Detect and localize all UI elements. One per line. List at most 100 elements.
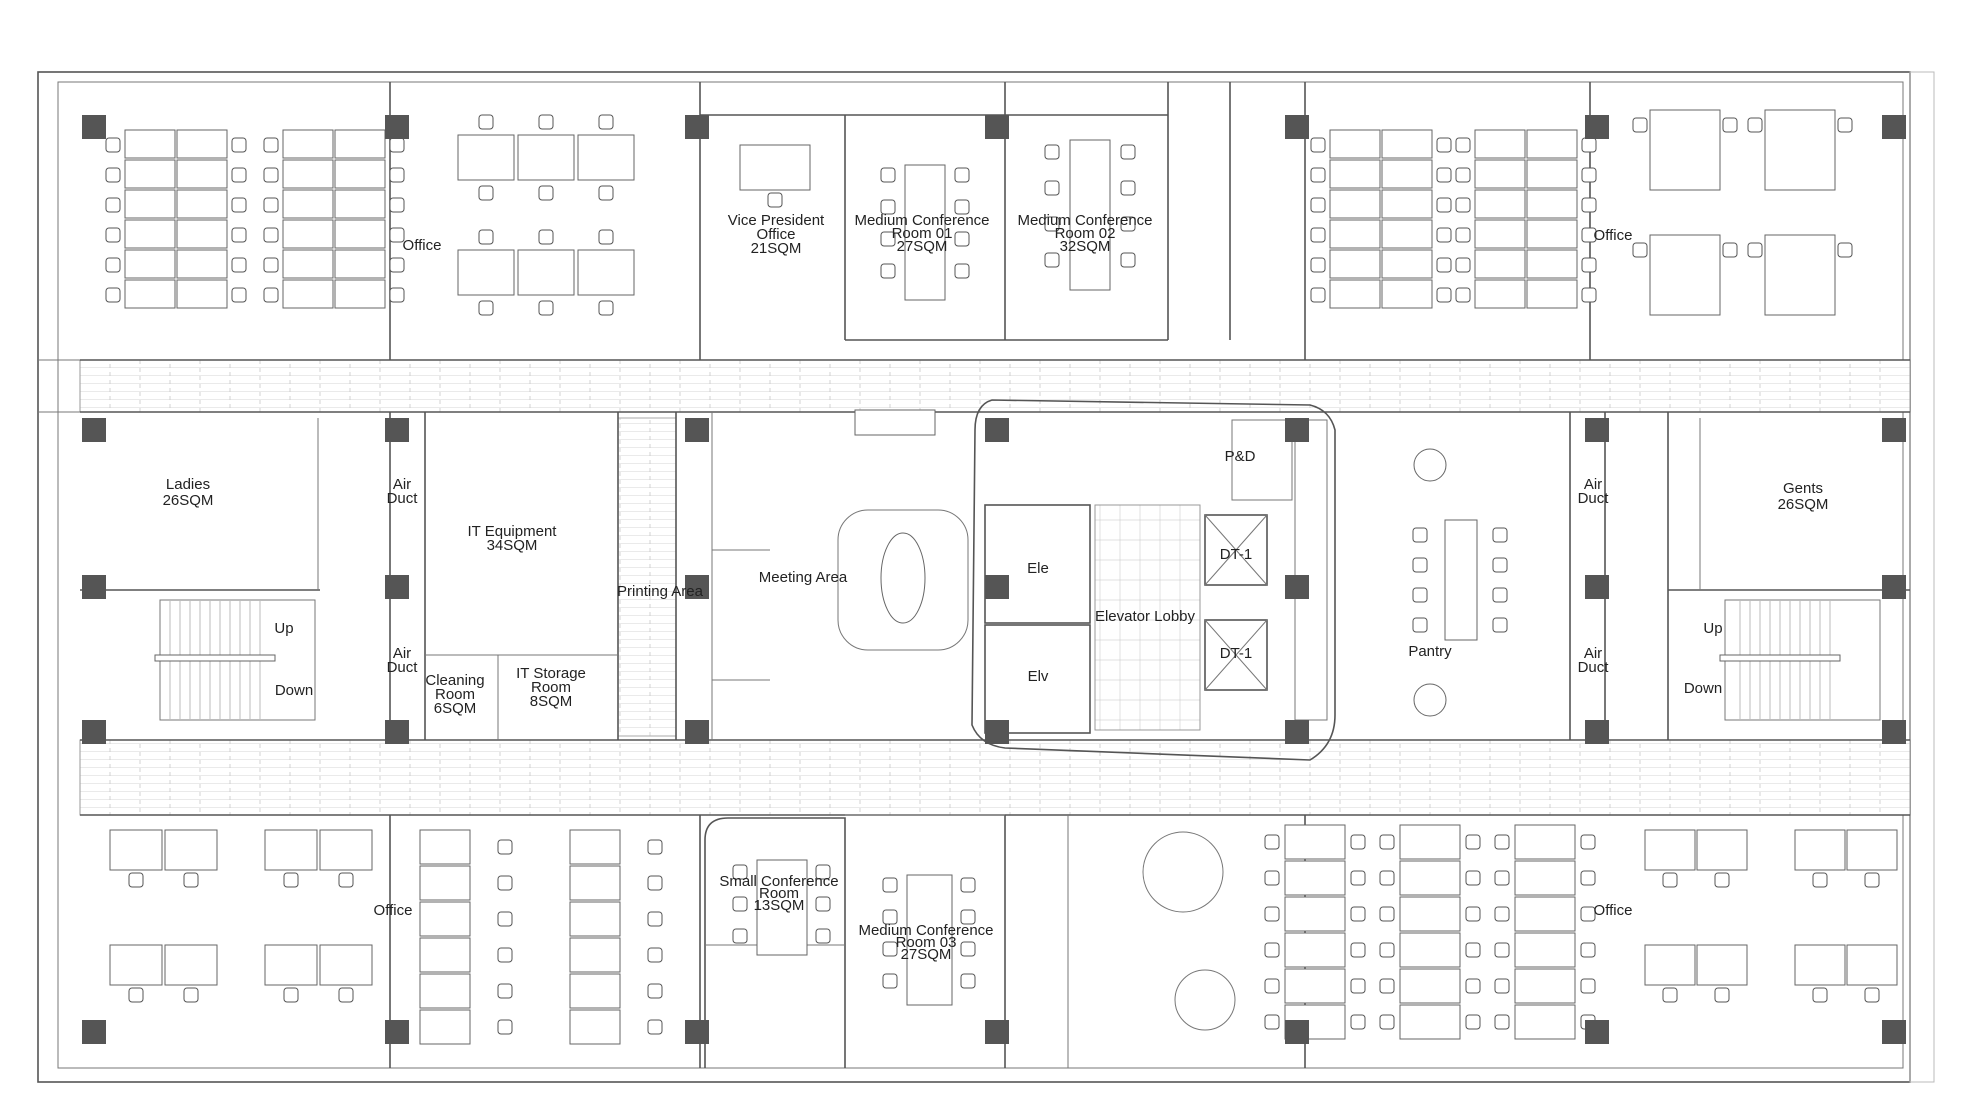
chair <box>1837 117 1853 133</box>
chair <box>1350 906 1366 922</box>
desk <box>1474 279 1526 309</box>
structural-column <box>685 418 709 442</box>
round-table <box>1413 683 1447 717</box>
structural-column <box>685 1020 709 1044</box>
chair <box>1580 906 1596 922</box>
chair <box>880 263 896 279</box>
chair <box>1580 978 1596 994</box>
desk <box>1526 159 1578 189</box>
structural-column <box>985 418 1009 442</box>
chair <box>1379 870 1395 886</box>
chair <box>882 877 898 893</box>
chair <box>538 229 554 245</box>
desk <box>282 279 334 309</box>
chair <box>880 231 896 247</box>
desk <box>176 189 228 219</box>
chair <box>1412 527 1428 543</box>
chair <box>882 909 898 925</box>
chair <box>231 137 247 153</box>
desk <box>282 249 334 279</box>
desk <box>1514 932 1576 968</box>
chair <box>1350 834 1366 850</box>
desk <box>1474 159 1526 189</box>
chair <box>1494 906 1510 922</box>
label-stair-down-right: Down <box>1684 680 1722 697</box>
chair <box>1632 242 1648 258</box>
chair <box>1310 227 1326 243</box>
desk <box>1381 189 1433 219</box>
chair <box>1662 872 1678 888</box>
desk <box>334 249 386 279</box>
chair <box>389 137 405 153</box>
structural-column <box>82 115 106 139</box>
chair <box>1494 834 1510 850</box>
desk <box>1399 824 1461 860</box>
structural-column <box>1585 115 1609 139</box>
label-pd: P&D <box>1225 448 1256 465</box>
desk <box>1764 234 1836 316</box>
desk <box>569 937 621 973</box>
structural-column <box>1585 575 1609 599</box>
chair <box>183 987 199 1003</box>
stair-left <box>154 599 316 721</box>
chair <box>1310 167 1326 183</box>
structural-column <box>1882 115 1906 139</box>
chair <box>598 229 614 245</box>
chair <box>598 114 614 130</box>
chair <box>263 287 279 303</box>
desk <box>904 164 946 301</box>
desk <box>1526 219 1578 249</box>
chair <box>1580 870 1596 886</box>
chair <box>1044 216 1060 232</box>
chair <box>105 197 121 213</box>
desk <box>1514 860 1576 896</box>
desk <box>176 279 228 309</box>
chair <box>1350 942 1366 958</box>
desk <box>1649 109 1721 191</box>
chair <box>647 911 663 927</box>
desk <box>264 829 318 871</box>
desk <box>1526 279 1578 309</box>
structural-column <box>985 1020 1009 1044</box>
chair <box>1812 872 1828 888</box>
chair <box>954 231 970 247</box>
desk <box>164 944 218 986</box>
chair <box>880 199 896 215</box>
label-office-nw: Office <box>403 237 442 254</box>
chair <box>1492 617 1508 633</box>
chair <box>1264 978 1280 994</box>
desk <box>1329 279 1381 309</box>
chair <box>1747 242 1763 258</box>
chair <box>1492 527 1508 543</box>
desk <box>1846 944 1898 986</box>
chair <box>1436 137 1452 153</box>
chair <box>732 928 748 944</box>
structural-column <box>685 720 709 744</box>
desk <box>124 279 176 309</box>
desk <box>1794 829 1846 871</box>
chair <box>497 875 513 891</box>
chair <box>954 167 970 183</box>
structural-column <box>985 115 1009 139</box>
desk <box>176 249 228 279</box>
chair <box>1581 227 1597 243</box>
desk <box>1526 189 1578 219</box>
chair <box>1465 978 1481 994</box>
chair <box>647 875 663 891</box>
chair <box>1350 870 1366 886</box>
chair <box>183 872 199 888</box>
chair <box>647 947 663 963</box>
chair <box>1412 617 1428 633</box>
label-ele: Ele <box>1027 560 1049 577</box>
chair <box>1044 144 1060 160</box>
chair <box>1581 167 1597 183</box>
chair <box>1465 834 1481 850</box>
desk <box>1329 129 1381 159</box>
chair <box>815 928 831 944</box>
chair <box>815 896 831 912</box>
round-lounge <box>1142 831 1224 913</box>
